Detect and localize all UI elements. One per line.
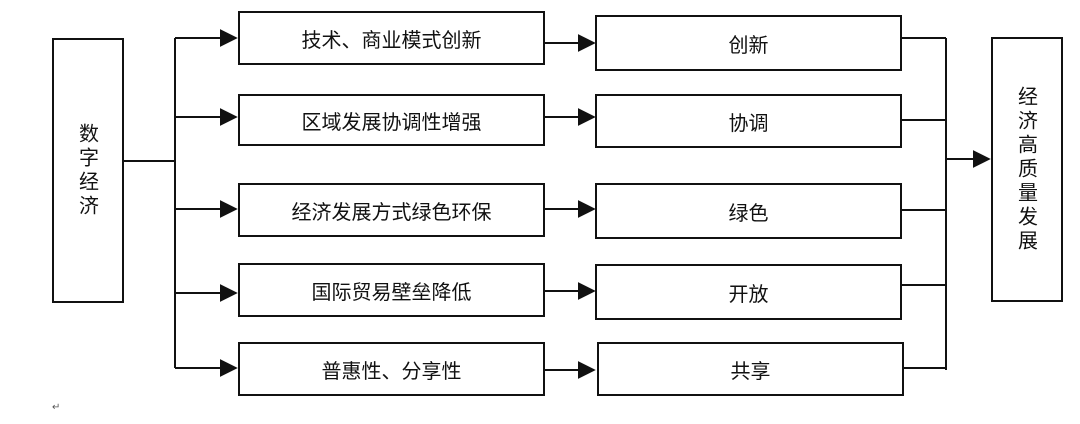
- target-label: 经济高质量发展: [1014, 85, 1039, 254]
- source-box: 数字经济: [52, 38, 124, 303]
- outcome-box-1: 创新: [595, 15, 902, 71]
- factor-label-3: 经济发展方式绿色环保: [291, 199, 492, 224]
- paragraph-mark: ↵: [52, 402, 61, 413]
- factor-label-2: 区域发展协调性增强: [301, 109, 482, 134]
- outcome-box-5: 共享: [597, 342, 904, 396]
- factor-label-5: 普惠性、分享性: [321, 358, 462, 383]
- outcome-label-1: 创新: [728, 32, 769, 57]
- factor-box-3: 经济发展方式绿色环保: [238, 183, 545, 237]
- factor-label-4: 国际贸易壁垒降低: [311, 279, 472, 304]
- factor-box-4: 国际贸易壁垒降低: [238, 263, 545, 317]
- factor-box-1: 技术、商业模式创新: [238, 11, 545, 65]
- outcome-label-3: 绿色: [728, 200, 769, 225]
- outcome-box-3: 绿色: [595, 183, 902, 239]
- factor-box-2: 区域发展协调性增强: [238, 94, 545, 146]
- target-box: 经济高质量发展: [991, 37, 1063, 302]
- factor-label-1: 技术、商业模式创新: [301, 27, 482, 52]
- outcome-label-5: 共享: [730, 358, 771, 383]
- outcome-box-2: 协调: [595, 94, 902, 148]
- outcome-label-4: 开放: [728, 281, 769, 306]
- outcome-label-2: 协调: [728, 110, 769, 135]
- outcome-box-4: 开放: [595, 264, 902, 320]
- factor-box-5: 普惠性、分享性: [238, 342, 545, 396]
- source-label: 数字经济: [75, 122, 100, 219]
